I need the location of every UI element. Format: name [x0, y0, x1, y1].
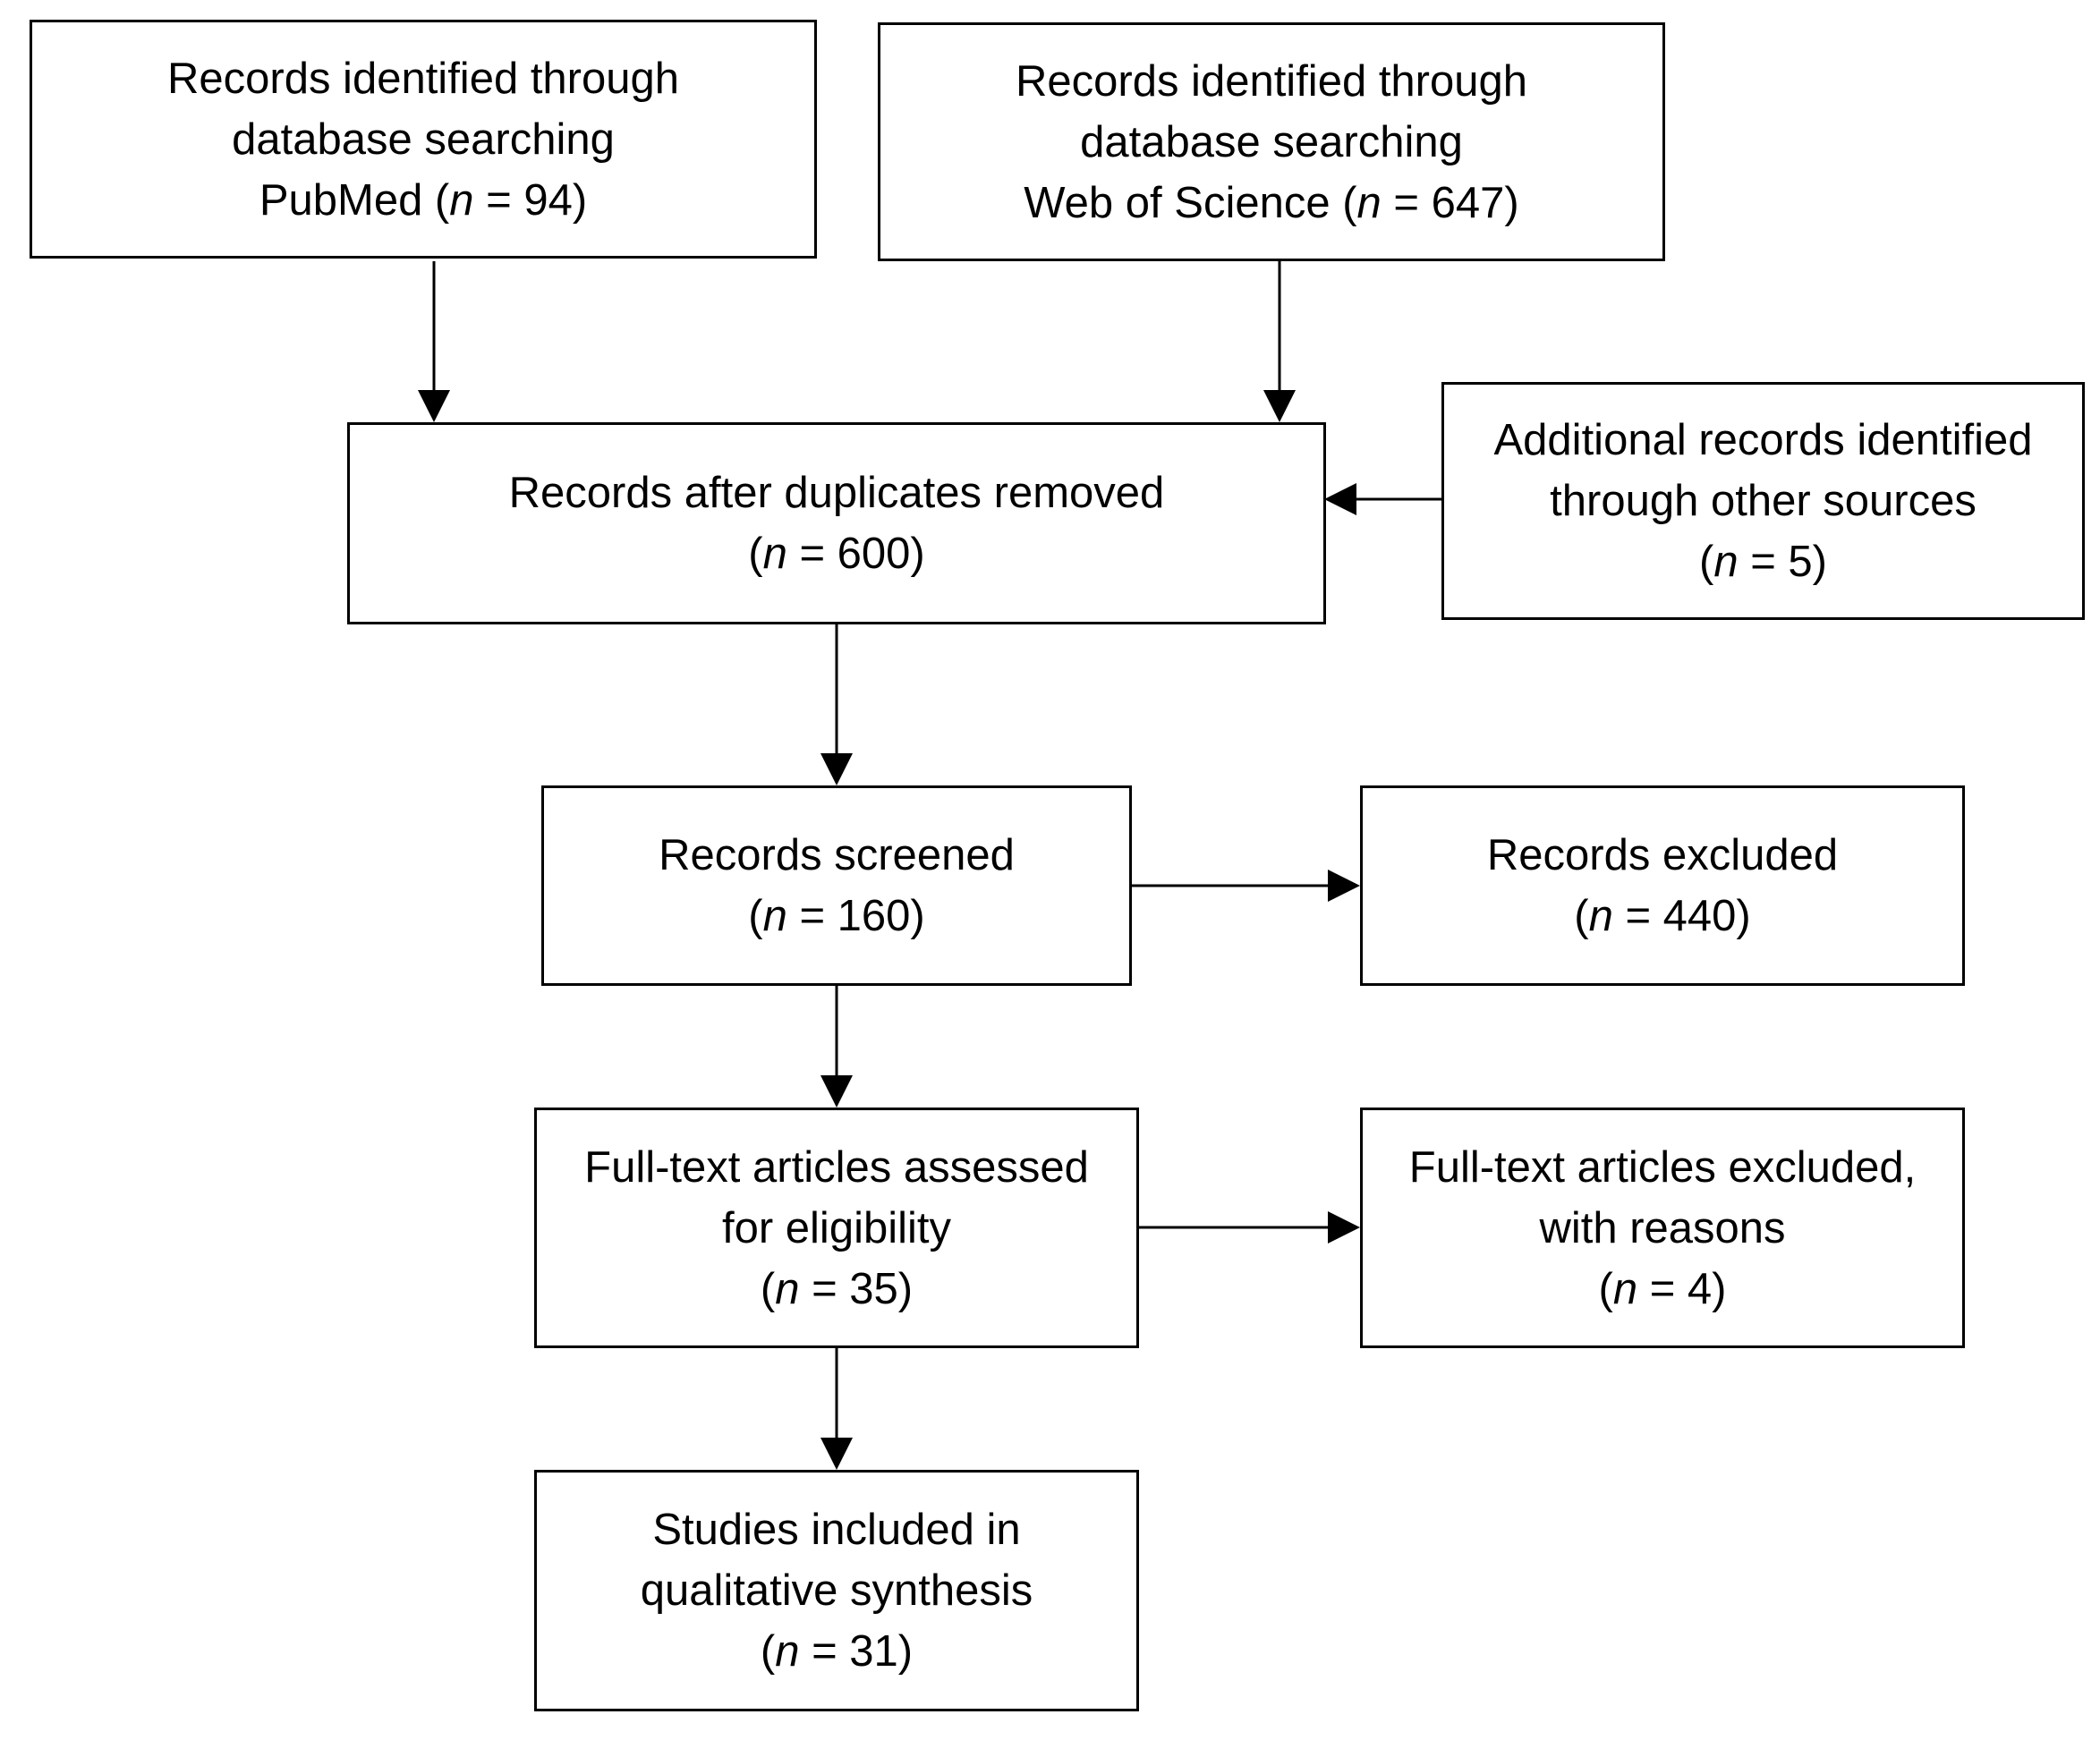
n-symbol: n — [449, 175, 474, 225]
n-symbol: n — [762, 892, 787, 940]
box-text-line: database searching — [232, 115, 615, 164]
box-duplicates-removed: Records after duplicates removed (n = 60… — [347, 422, 1326, 624]
box-count: (n = 31) — [761, 1621, 913, 1682]
count-suffix: = 647) — [1381, 178, 1519, 227]
count-suffix: = 31) — [799, 1627, 914, 1676]
box-text-line: Records identified through — [1015, 56, 1528, 106]
arrow-fulltext-to-included-head — [820, 1438, 853, 1470]
box-fulltext-excluded: Full-text articles excluded, with reason… — [1360, 1108, 1965, 1348]
n-symbol: n — [1356, 178, 1382, 227]
n-symbol: n — [775, 1627, 800, 1676]
box-count: (n = 5) — [1699, 531, 1827, 592]
box-count: (n = 35) — [761, 1259, 913, 1320]
box-text-line: Studies included in — [652, 1506, 1021, 1554]
count-prefix: ( — [748, 892, 763, 940]
box-count: (n = 4) — [1598, 1259, 1726, 1320]
box-text-line: Additional records identified — [1493, 416, 2033, 464]
count-suffix: = 440) — [1612, 892, 1751, 940]
arrow-fulltext-to-excluded-head — [1328, 1211, 1360, 1243]
n-symbol: n — [775, 1264, 800, 1313]
box-other-sources: Additional records identified through ot… — [1441, 382, 2085, 620]
box-text-line: Records identified through — [166, 54, 680, 103]
count-suffix: = 5) — [1738, 538, 1827, 586]
box-records-screened: Records screened (n = 160) — [541, 785, 1132, 986]
box-text-line: Records after duplicates removed — [508, 469, 1165, 517]
box-count: Web of Science (n = 647) — [1024, 173, 1518, 233]
n-symbol: n — [1588, 892, 1613, 940]
box-count: (n = 160) — [748, 886, 925, 946]
n-symbol: n — [1713, 538, 1739, 586]
arrow-duplicates-to-screened-head — [820, 753, 853, 785]
count-prefix: ( — [1598, 1264, 1613, 1313]
count-suffix: = 94) — [473, 175, 588, 225]
count-suffix: = 600) — [786, 530, 925, 578]
n-symbol: n — [762, 530, 787, 578]
box-text-line: Records screened — [659, 831, 1015, 879]
box-text-line: Full-text articles excluded, — [1408, 1142, 1917, 1192]
box-count: (n = 440) — [1574, 886, 1751, 946]
count-prefix: ( — [1574, 892, 1589, 940]
box-text-line: database searching — [1080, 117, 1463, 166]
box-studies-included: Studies included in qualitative synthesi… — [534, 1470, 1139, 1711]
box-text-line: through other sources — [1550, 477, 1977, 525]
box-text-line: qualitative synthesis — [640, 1566, 1033, 1615]
box-text-line: Full-text articles assessed — [584, 1142, 1089, 1192]
n-symbol: n — [1612, 1264, 1638, 1313]
arrow-screened-to-fulltext-head — [820, 1075, 853, 1108]
count-prefix: ( — [760, 1627, 776, 1676]
arrow-wos-to-duplicates-head — [1263, 390, 1296, 422]
box-wos-records: Records identified through database sear… — [878, 22, 1665, 261]
count-prefix: Web of Science ( — [1024, 178, 1357, 227]
count-prefix: ( — [760, 1264, 776, 1313]
count-prefix: ( — [1698, 538, 1714, 586]
arrow-other-to-duplicates-head — [1324, 483, 1356, 515]
box-fulltext-assessed: Full-text articles assessed for eligibil… — [534, 1108, 1139, 1348]
box-text-line: Records excluded — [1486, 831, 1839, 879]
arrow-pubmed-to-duplicates-head — [418, 390, 450, 422]
count-prefix: ( — [748, 530, 763, 578]
box-records-excluded: Records excluded (n = 440) — [1360, 785, 1965, 986]
count-suffix: = 160) — [786, 892, 925, 940]
arrow-screened-to-excluded-head — [1328, 870, 1360, 902]
count-prefix: PubMed ( — [259, 175, 450, 225]
box-text-line: with reasons — [1539, 1203, 1786, 1252]
box-text-line: for eligibility — [722, 1203, 951, 1252]
box-count: PubMed (n = 94) — [259, 170, 587, 231]
box-count: (n = 600) — [748, 523, 925, 584]
count-suffix: = 35) — [799, 1264, 914, 1313]
count-suffix: = 4) — [1637, 1264, 1727, 1313]
box-pubmed-records: Records identified through database sear… — [30, 20, 817, 259]
